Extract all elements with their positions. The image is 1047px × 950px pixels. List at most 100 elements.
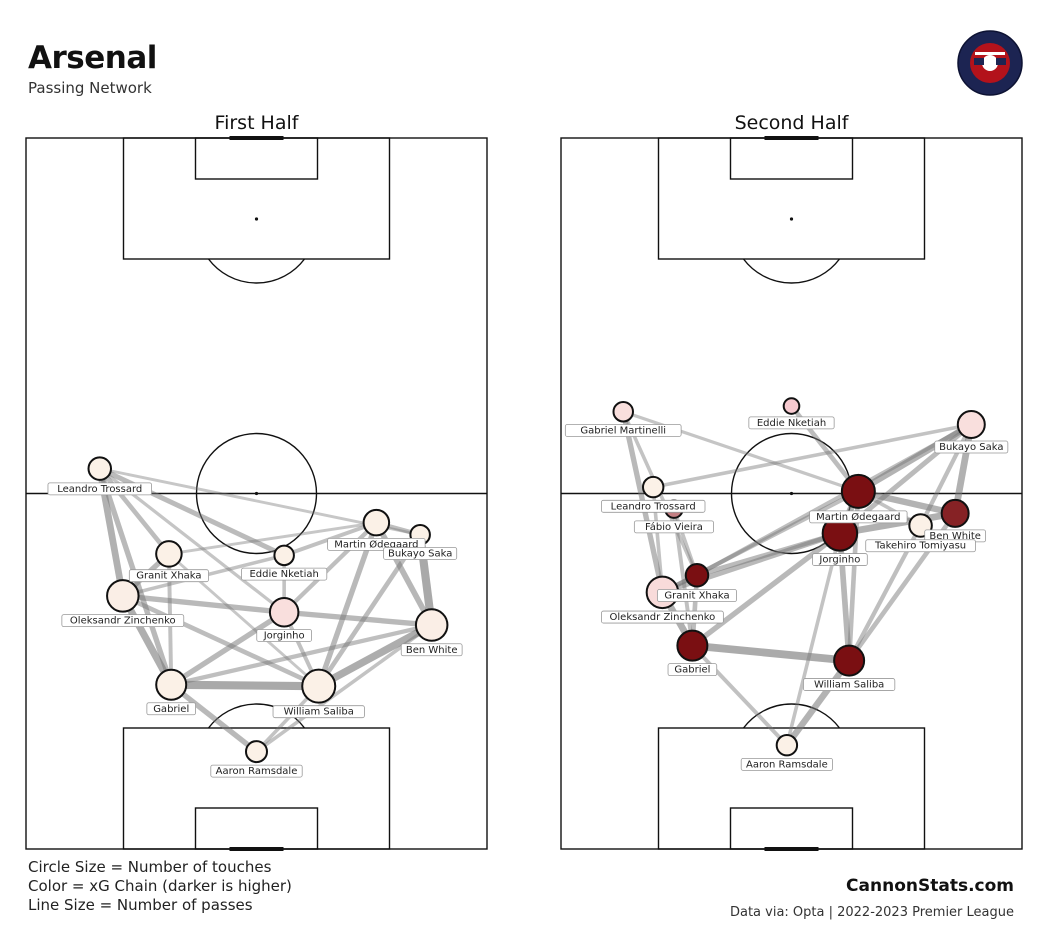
player-name: Gabriel Martinelli: [580, 425, 666, 436]
player-node: [642, 475, 665, 499]
player-name: Bukayo Saka: [388, 548, 452, 559]
player-node: [155, 540, 183, 568]
pass-edge: [690, 644, 789, 747]
player-label: Ben White: [400, 643, 463, 657]
data-source: Data via: Opta | 2022-2023 Premier Leagu…: [729, 905, 1014, 920]
player-label: Granit Xhaka: [656, 589, 737, 602]
player-label: Leandro Trossard: [47, 482, 152, 496]
player-label: Jorginho: [812, 553, 868, 566]
top-penalty-arc: [207, 258, 306, 284]
player-node: [782, 397, 801, 415]
player-name: Fábio Vieira: [645, 521, 703, 533]
player-label: Eddie Nketiah: [241, 567, 328, 581]
player-node: [414, 608, 449, 642]
pass-edge: [171, 680, 319, 691]
player-node: [775, 733, 799, 757]
pass-edge: [316, 533, 423, 688]
pass-edge: [119, 594, 175, 687]
pass-edge: [652, 422, 972, 489]
player-name: Ben White: [929, 531, 981, 542]
player-node: [840, 473, 876, 509]
player-label: Eddie Nketiah: [748, 416, 835, 430]
player-name: Gabriel: [674, 665, 710, 676]
player-name: Oleksandr Zinchenko: [610, 612, 716, 623]
pass-edge: [282, 521, 378, 614]
top-six-yard-box: [729, 137, 854, 180]
player-label: Aaron Ramsdale: [740, 757, 833, 771]
player-name: Takehiro Tomiyasu: [874, 541, 966, 552]
player-label: Leandro Trossard: [601, 499, 706, 513]
player-name: Jorginho: [818, 555, 860, 566]
legend: Circle Size = Number of touches Color = …: [28, 858, 292, 915]
player-node: [612, 400, 634, 423]
pass-edge: [283, 609, 432, 628]
player-name: Bukayo Saka: [939, 442, 1003, 453]
pass-edge: [168, 521, 377, 556]
player-name: Jorginho: [263, 630, 305, 641]
pass-edge: [839, 510, 956, 537]
player-name: William Saliba: [284, 707, 354, 718]
pass-edge: [170, 622, 433, 687]
player-label: Aaron Ramsdale: [210, 764, 303, 778]
half-title: First Half: [215, 112, 300, 134]
player-node: [106, 579, 140, 613]
player-node: [245, 740, 268, 764]
page-subtitle: Passing Network: [28, 79, 152, 97]
pass-edge: [837, 533, 852, 661]
player-node: [273, 544, 295, 567]
player-name: Leandro Trossard: [57, 484, 142, 495]
player-name: Aaron Ramsdale: [746, 759, 828, 770]
pass-edge: [856, 421, 973, 495]
bottom-six-yard-box: [729, 807, 854, 850]
player-node: [940, 498, 970, 528]
player-name: Granit Xhaka: [136, 571, 201, 582]
player-node: [155, 668, 188, 701]
player-name: William Saliba: [814, 680, 884, 691]
player-node: [268, 596, 300, 628]
player-node: [833, 644, 866, 677]
center-spot: [789, 491, 794, 496]
center-circle: [195, 432, 318, 555]
player-label: Bukayo Saka: [383, 547, 458, 560]
legend-line-size: Line Size = Number of passes: [28, 896, 253, 914]
player-name: Eddie Nketiah: [757, 418, 826, 429]
player-label: Bukayo Saka: [934, 440, 1009, 454]
player-label: Oleksandr Zinchenko: [601, 610, 724, 624]
player-node: [684, 563, 710, 588]
player-label: Gabriel: [667, 663, 718, 677]
pass-edge: [169, 609, 286, 688]
legend-color: Color = xG Chain (darker is higher): [28, 877, 292, 895]
player-name: Gabriel: [153, 704, 189, 715]
player-name: Ben White: [406, 645, 458, 656]
pass-edge: [692, 641, 850, 665]
player-node: [956, 410, 986, 440]
top-penalty-box: [657, 137, 926, 260]
player-label: Takehiro Tomiyasu: [865, 539, 976, 553]
player-node: [301, 668, 337, 704]
cannonstats-logo: [957, 30, 1023, 96]
player-name: Aaron Ramsdale: [216, 766, 298, 777]
player-label: William Saliba: [803, 678, 896, 691]
player-node: [87, 456, 113, 481]
player-label: Granit Xhaka: [128, 569, 209, 583]
top-penalty-spot: [254, 217, 259, 221]
center-spot: [254, 491, 259, 496]
pass-edge: [785, 532, 842, 746]
bottom-six-yard-box: [194, 807, 319, 850]
player-name: Leandro Trossard: [611, 501, 696, 512]
pass-edge: [121, 593, 320, 689]
pass-edge: [316, 621, 434, 690]
player-node: [362, 508, 391, 537]
top-penalty-spot: [789, 217, 794, 221]
player-name: Eddie Nketiah: [249, 569, 318, 580]
pass-edge: [951, 423, 975, 515]
player-name: Oleksandr Zinchenko: [70, 616, 176, 627]
player-label: Oleksandr Zinchenko: [61, 614, 185, 628]
player-label: Gabriel Martinelli: [564, 424, 682, 437]
top-penalty-arc: [742, 258, 841, 284]
page-title: Arsenal: [28, 40, 157, 76]
pass-edge: [169, 682, 259, 754]
player-label: Fábio Vieira: [633, 520, 714, 534]
